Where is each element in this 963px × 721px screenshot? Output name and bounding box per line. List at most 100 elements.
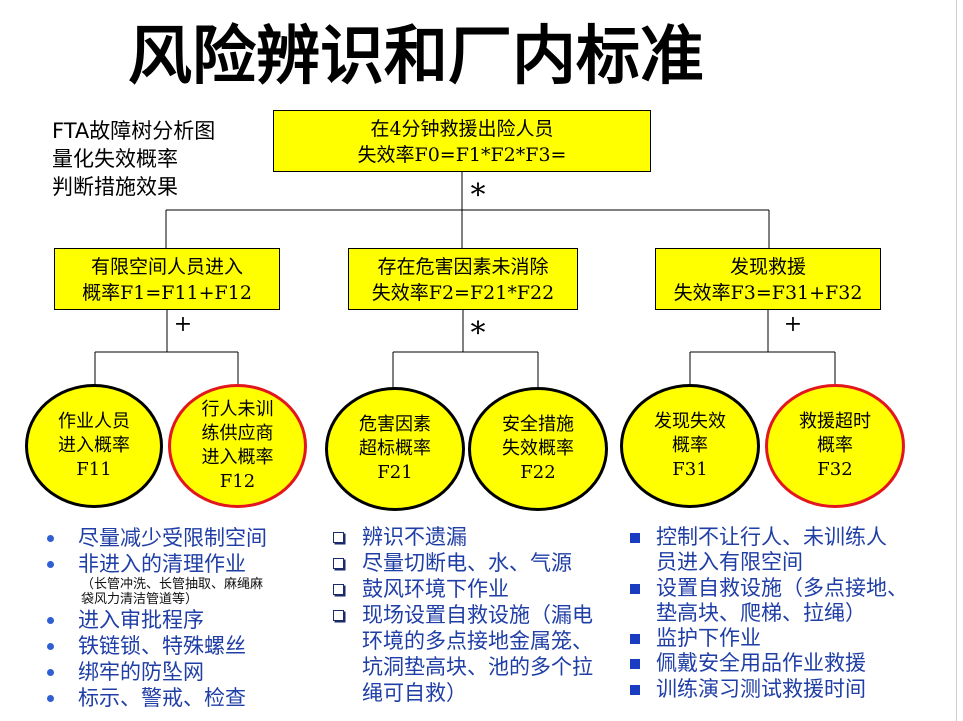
list-item: 控制不让行人、未训练人 员进入有限空间 xyxy=(626,525,908,576)
list-item-text: 监护下作业 xyxy=(656,626,761,651)
list-item-text: 员进入有限空间 xyxy=(656,550,803,575)
measures-list-rescue: 控制不让行人、未训练人 员进入有限空间 设置自救设施（多点接地、 垫高块、爬梯、… xyxy=(626,525,908,702)
list-item: 设置自救设施（多点接地、 垫高块、爬梯、拉绳） xyxy=(626,576,908,627)
note-line: 袋风力清洁管道等） xyxy=(81,592,199,607)
basic-event-code: F21 xyxy=(377,462,413,483)
list-item: 铁链锁、特殊螺丝 xyxy=(44,633,267,659)
basic-event-line: 概率 xyxy=(672,435,708,456)
list-item-text: 进入审批程序 xyxy=(78,608,204,632)
filled-square-bullet-icon xyxy=(630,684,640,695)
list-item-text: 环境的多点接地金属笼、 xyxy=(362,629,593,653)
event-label: 存在危害因素未消除 xyxy=(377,256,549,278)
basic-event-line: 进入概率 xyxy=(58,435,130,456)
list-item: 监护下作业 xyxy=(626,626,908,651)
event-label: 有限空间人员进入 xyxy=(90,256,243,278)
basic-event-f21: 危害因素 超标概率 F21 xyxy=(325,387,465,511)
list-item: 进入审批程序 xyxy=(44,607,267,633)
basic-event-code: F31 xyxy=(672,459,708,480)
list-item-text: 垫高块、爬梯、拉绳） xyxy=(656,600,866,625)
measures-list-hazard-control: 辨识不遗漏 尽量切断电、水、气源 鼓风环境下作业 现场设置自救设施（漏电 环境的… xyxy=(330,524,593,706)
list-item: 绑牢的防坠网 xyxy=(44,659,267,685)
or-gate-symbol: + xyxy=(173,312,193,337)
basic-event-f22: 安全措施 失效概率 F22 xyxy=(468,387,608,511)
intro-notes: FTA故障树分析图 量化失效概率 判断措施效果 xyxy=(52,117,215,201)
hollow-square-bullet-icon xyxy=(333,610,344,621)
dot-bullet-icon xyxy=(47,535,54,542)
or-gate-symbol: + xyxy=(783,312,803,337)
top-event-box: 在4分钟救援出险人员 失效率F0=F1*F2*F3= xyxy=(273,110,651,172)
top-event-formula: 失效率F0=F1*F2*F3= xyxy=(357,144,567,166)
list-item-text: 铁链锁、特殊螺丝 xyxy=(78,634,246,658)
filled-square-bullet-icon xyxy=(630,634,640,645)
hollow-square-bullet-icon xyxy=(333,558,344,569)
list-item-text: 佩戴安全用品作业救援 xyxy=(656,651,866,676)
basic-event-line: 进入概率 xyxy=(201,447,274,468)
list-item-text: 训练演习测试救援时间 xyxy=(656,676,866,701)
event-formula: 概率F1=F11+F12 xyxy=(82,282,252,304)
basic-event-line: 行人未训 xyxy=(201,399,274,420)
basic-event-line: 安全措施 xyxy=(502,414,574,435)
basic-event-f12: 行人未训 练供应商 进入概率 F12 xyxy=(168,384,307,508)
basic-event-line: 练供应商 xyxy=(201,423,274,444)
dot-bullet-icon xyxy=(47,669,54,676)
hollow-square-bullet-icon xyxy=(333,584,344,595)
event-formula: 失效率F2=F21*F22 xyxy=(371,282,555,304)
dot-bullet-icon xyxy=(47,695,54,702)
filled-square-bullet-icon xyxy=(630,659,640,670)
list-item-text: 坑洞垫高块、池的多个拉 xyxy=(362,655,593,679)
list-item-text: 尽量减少受限制空间 xyxy=(78,526,267,550)
basic-event-line: 救援超时 xyxy=(799,411,871,432)
measures-list-entry-control: 尽量减少受限制空间 非进入的清理作业 （长管冲洗、长管抽取、麻绳麻 袋风力清洁管… xyxy=(44,525,267,711)
basic-event-line: 发现失效 xyxy=(654,411,726,432)
list-item: 现场设置自救设施（漏电 环境的多点接地金属笼、 坑洞垫高块、池的多个拉 绳可自救… xyxy=(330,602,593,706)
note-line: （长管冲洗、长管抽取、麻绳麻 xyxy=(81,577,264,592)
top-gate-symbol: * xyxy=(470,178,486,213)
list-item-text: 标示、警戒、检查 xyxy=(78,686,246,710)
basic-event-code: F12 xyxy=(219,471,256,492)
dot-bullet-icon xyxy=(47,561,54,568)
list-item: 鼓风环境下作业 xyxy=(330,576,593,602)
list-item: 辨识不遗漏 xyxy=(330,524,593,550)
list-item: 尽量切断电、水、气源 xyxy=(330,550,593,576)
list-item-text: 绳可自救） xyxy=(362,681,467,705)
top-event-label: 在4分钟救援出险人员 xyxy=(370,118,554,140)
event-label: 发现救援 xyxy=(729,256,806,278)
filled-square-bullet-icon xyxy=(630,533,640,543)
basic-event-line: 危害因素 xyxy=(359,414,431,435)
dot-bullet-icon xyxy=(47,617,54,624)
list-item-text: 尽量切断电、水、气源 xyxy=(362,551,572,575)
basic-event-line: 作业人员 xyxy=(58,411,130,432)
event-box-hazard-not-eliminated: 存在危害因素未消除 失效率F2=F21*F22 xyxy=(348,248,578,310)
list-item: 标示、警戒、检查 xyxy=(44,685,267,711)
list-item: 训练演习测试救援时间 xyxy=(626,677,908,702)
basic-event-code: F11 xyxy=(76,459,112,480)
intro-line-quantify: 量化失效概率 xyxy=(52,147,178,171)
intro-line-judge: 判断措施效果 xyxy=(52,175,178,199)
event-box-discovery-rescue: 发现救援 失效率F3=F31+F32 xyxy=(655,248,881,310)
list-item-text: 辨识不遗漏 xyxy=(362,525,467,549)
and-gate-symbol: * xyxy=(470,316,486,351)
basic-event-code: F32 xyxy=(817,459,853,480)
intro-line-fta: FTA故障树分析图 xyxy=(52,119,216,143)
slide-edge-divider xyxy=(956,0,957,721)
list-item-text: 鼓风环境下作业 xyxy=(362,577,509,601)
list-item-text: 非进入的清理作业 xyxy=(78,552,246,576)
list-item-text: 设置自救设施（多点接地、 xyxy=(656,575,908,600)
page-title: 风险辨识和厂内标准 xyxy=(128,20,704,94)
basic-event-line: 失效概率 xyxy=(502,438,574,459)
list-item-text: 现场设置自救设施（漏电 xyxy=(362,603,593,627)
list-item: 非进入的清理作业 （长管冲洗、长管抽取、麻绳麻 袋风力清洁管道等） xyxy=(44,551,267,607)
basic-event-f31: 发现失效 概率 F31 xyxy=(620,384,760,508)
list-item: 尽量减少受限制空间 xyxy=(44,525,267,551)
basic-event-code: F22 xyxy=(520,462,556,483)
event-formula: 失效率F3=F31+F32 xyxy=(673,282,863,304)
basic-event-f32: 救援超时 概率 F32 xyxy=(765,384,905,508)
basic-event-f11: 作业人员 进入概率 F11 xyxy=(25,384,163,508)
filled-square-bullet-icon xyxy=(630,583,640,594)
list-item-text: 控制不让行人、未训练人 xyxy=(656,525,887,549)
list-item-text: 绑牢的防坠网 xyxy=(78,660,204,684)
list-item: 佩戴安全用品作业救援 xyxy=(626,651,908,676)
hollow-square-bullet-icon xyxy=(333,532,344,543)
event-box-confined-space-entry: 有限空间人员进入 概率F1=F11+F12 xyxy=(54,248,280,310)
basic-event-line: 超标概率 xyxy=(359,438,431,459)
